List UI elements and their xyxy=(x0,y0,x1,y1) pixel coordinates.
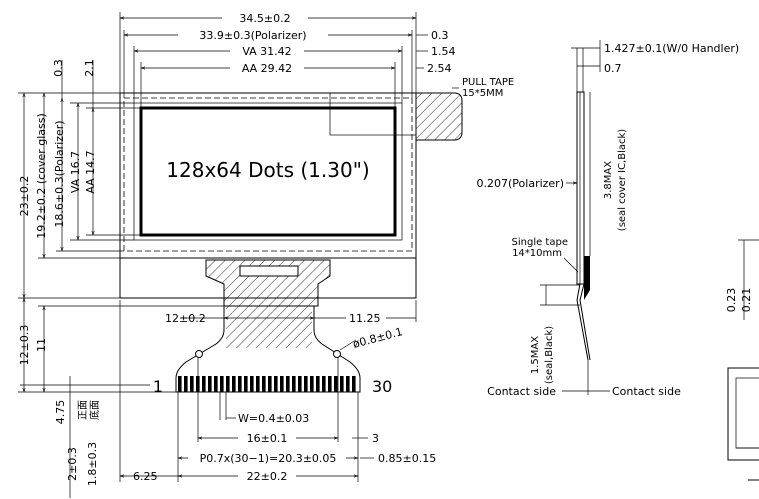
label-back: 底面 xyxy=(88,400,101,420)
fpc-neck xyxy=(205,259,331,307)
dim-r3: 2.54 xyxy=(427,62,452,75)
fpc-pin xyxy=(292,376,296,392)
dim-aa: AA 29.42 xyxy=(242,62,292,75)
aa-outline xyxy=(139,106,397,237)
fpc-pin xyxy=(262,376,266,392)
right-021: 0.21 xyxy=(740,288,753,313)
seal-desc: (seal cover IC,Black) xyxy=(617,129,628,231)
pull-tape xyxy=(415,92,463,141)
fpc-pin xyxy=(178,376,182,392)
pull-tape-size: 15*5MM xyxy=(462,88,503,99)
fpc-pin xyxy=(214,376,218,392)
panel-title: 128x64 Dots (1.30") xyxy=(166,158,369,182)
fpc-hole-left xyxy=(195,350,203,358)
dim-625: 6.25 xyxy=(133,470,158,483)
dim-r1: 0.3 xyxy=(431,29,449,42)
dim-small1: 0.3 xyxy=(52,59,65,77)
dim-11: 11 xyxy=(35,338,48,352)
tape-size: 14*10mm xyxy=(512,248,562,259)
fpc-pin xyxy=(250,376,254,392)
tape-label: Single tape xyxy=(512,237,568,248)
fpc-pins xyxy=(178,376,356,392)
dim-12: 12±0.3 xyxy=(18,325,31,366)
right-023: 0.23 xyxy=(725,288,738,313)
fpc-pin xyxy=(190,376,194,392)
dim-small2: 2.1 xyxy=(83,59,96,77)
fpc-pin xyxy=(286,376,290,392)
side-07: 0.7 xyxy=(604,62,622,75)
dim-va: VA 31.42 xyxy=(242,45,291,58)
polarizer-outline xyxy=(123,97,413,252)
dim-cover: 23±0.2 xyxy=(18,176,31,217)
ic-window xyxy=(239,265,299,277)
contact-right: Contact side xyxy=(612,385,681,398)
pin-1-label: 1 xyxy=(153,377,163,396)
fpc-pin xyxy=(316,376,320,392)
bottom-dimensions: 12±0.2 11.25 ø0.8±0.1 W=0.4±0.03 16±0.1 … xyxy=(119,300,436,483)
dim-hole: ø0.8±0.1 xyxy=(351,325,404,351)
side-view: 1.427±0.1(W/0 Handler) 0.7 0.207(Polariz… xyxy=(477,40,739,398)
fpc-pin xyxy=(244,376,248,392)
side-polarizer: 0.207(Polarizer) xyxy=(477,177,564,190)
fpc-pin xyxy=(352,376,356,392)
fpc-side xyxy=(576,283,589,361)
dim-3: 3 xyxy=(372,432,379,445)
fpc-pin xyxy=(220,376,224,392)
fpc-pin xyxy=(280,376,284,392)
dim-18: 1.8±0.3 xyxy=(86,442,99,486)
fpc-pin xyxy=(340,376,344,392)
fpc-pin xyxy=(310,376,314,392)
pull-tape-label: PULL TAPE xyxy=(462,77,514,88)
fpc-pin xyxy=(238,376,242,392)
fpc-pin xyxy=(298,376,302,392)
fpc-pin xyxy=(184,376,188,392)
dim-fpc-w: 12±0.2 xyxy=(165,312,206,325)
pull-tape-area xyxy=(329,92,417,136)
left-dimensions: 23±0.2 19.2±0.2 (cover glass) 18.6±0.3(P… xyxy=(18,59,224,498)
fpc-pin xyxy=(328,376,332,392)
dim-pitch: P0.7x(30−1)=20.3±0.05 xyxy=(200,452,337,465)
dim-085: 0.85±0.15 xyxy=(378,452,436,465)
dim-va-v: VA 16.7 xyxy=(69,151,82,193)
dim-r2: 1.54 xyxy=(431,45,456,58)
contact-left: Contact side xyxy=(487,385,556,398)
dim-polarizer: 33.9±0.3(Polarizer) xyxy=(199,29,306,42)
label-front: 正面 xyxy=(78,400,89,420)
fpc-hole-right xyxy=(333,350,341,358)
top-dimensions: 34.5±0.2 33.9±0.3(Polarizer) VA 31.42 AA… xyxy=(119,11,456,108)
fpc-pin xyxy=(304,376,308,392)
dim-w: W=0.4±0.03 xyxy=(238,412,309,425)
fpc-pin xyxy=(202,376,206,392)
pin-30-label: 30 xyxy=(372,377,392,396)
front-view: 128x64 Dots (1.30") PULL TAPE 15*5MM 1 3… xyxy=(20,77,514,396)
seal-ic xyxy=(584,256,590,300)
dim-cover2: 19.2±0.2 (cover glass) xyxy=(35,113,48,239)
fpc-pin xyxy=(256,376,260,392)
fpc-pin xyxy=(322,376,326,392)
fpc-pin xyxy=(208,376,212,392)
seal-max: 3.8MAX xyxy=(603,161,614,199)
dim-2: 2±0.3 xyxy=(66,447,79,481)
dim-pol: 18.6±0.3(Polarizer) xyxy=(53,120,66,227)
dim-aa-v: AA 14.7 xyxy=(84,150,97,193)
fpc-pin xyxy=(268,376,272,392)
seal2-max: 1.5MAX xyxy=(530,336,541,374)
dim-16: 16±0.1 xyxy=(247,432,288,445)
right-view-partial: 0.23 0.21 xyxy=(725,239,759,481)
fpc-pin xyxy=(334,376,338,392)
seal2-desc: (seal,Black) xyxy=(544,326,555,384)
dim-outline: 34.5±0.2 xyxy=(239,12,290,25)
fpc-pin xyxy=(226,376,230,392)
dim-fpc-r: 11.25 xyxy=(349,312,381,325)
dim-475: 4.75 xyxy=(54,400,67,425)
fpc-pin xyxy=(346,376,350,392)
side-thickness: 1.427±0.1(W/0 Handler) xyxy=(604,42,739,55)
va-outline xyxy=(133,102,403,241)
fpc-pin xyxy=(274,376,278,392)
dim-22: 22±0.2 xyxy=(247,470,288,483)
fpc-pin xyxy=(232,376,236,392)
side-glass xyxy=(576,91,585,285)
